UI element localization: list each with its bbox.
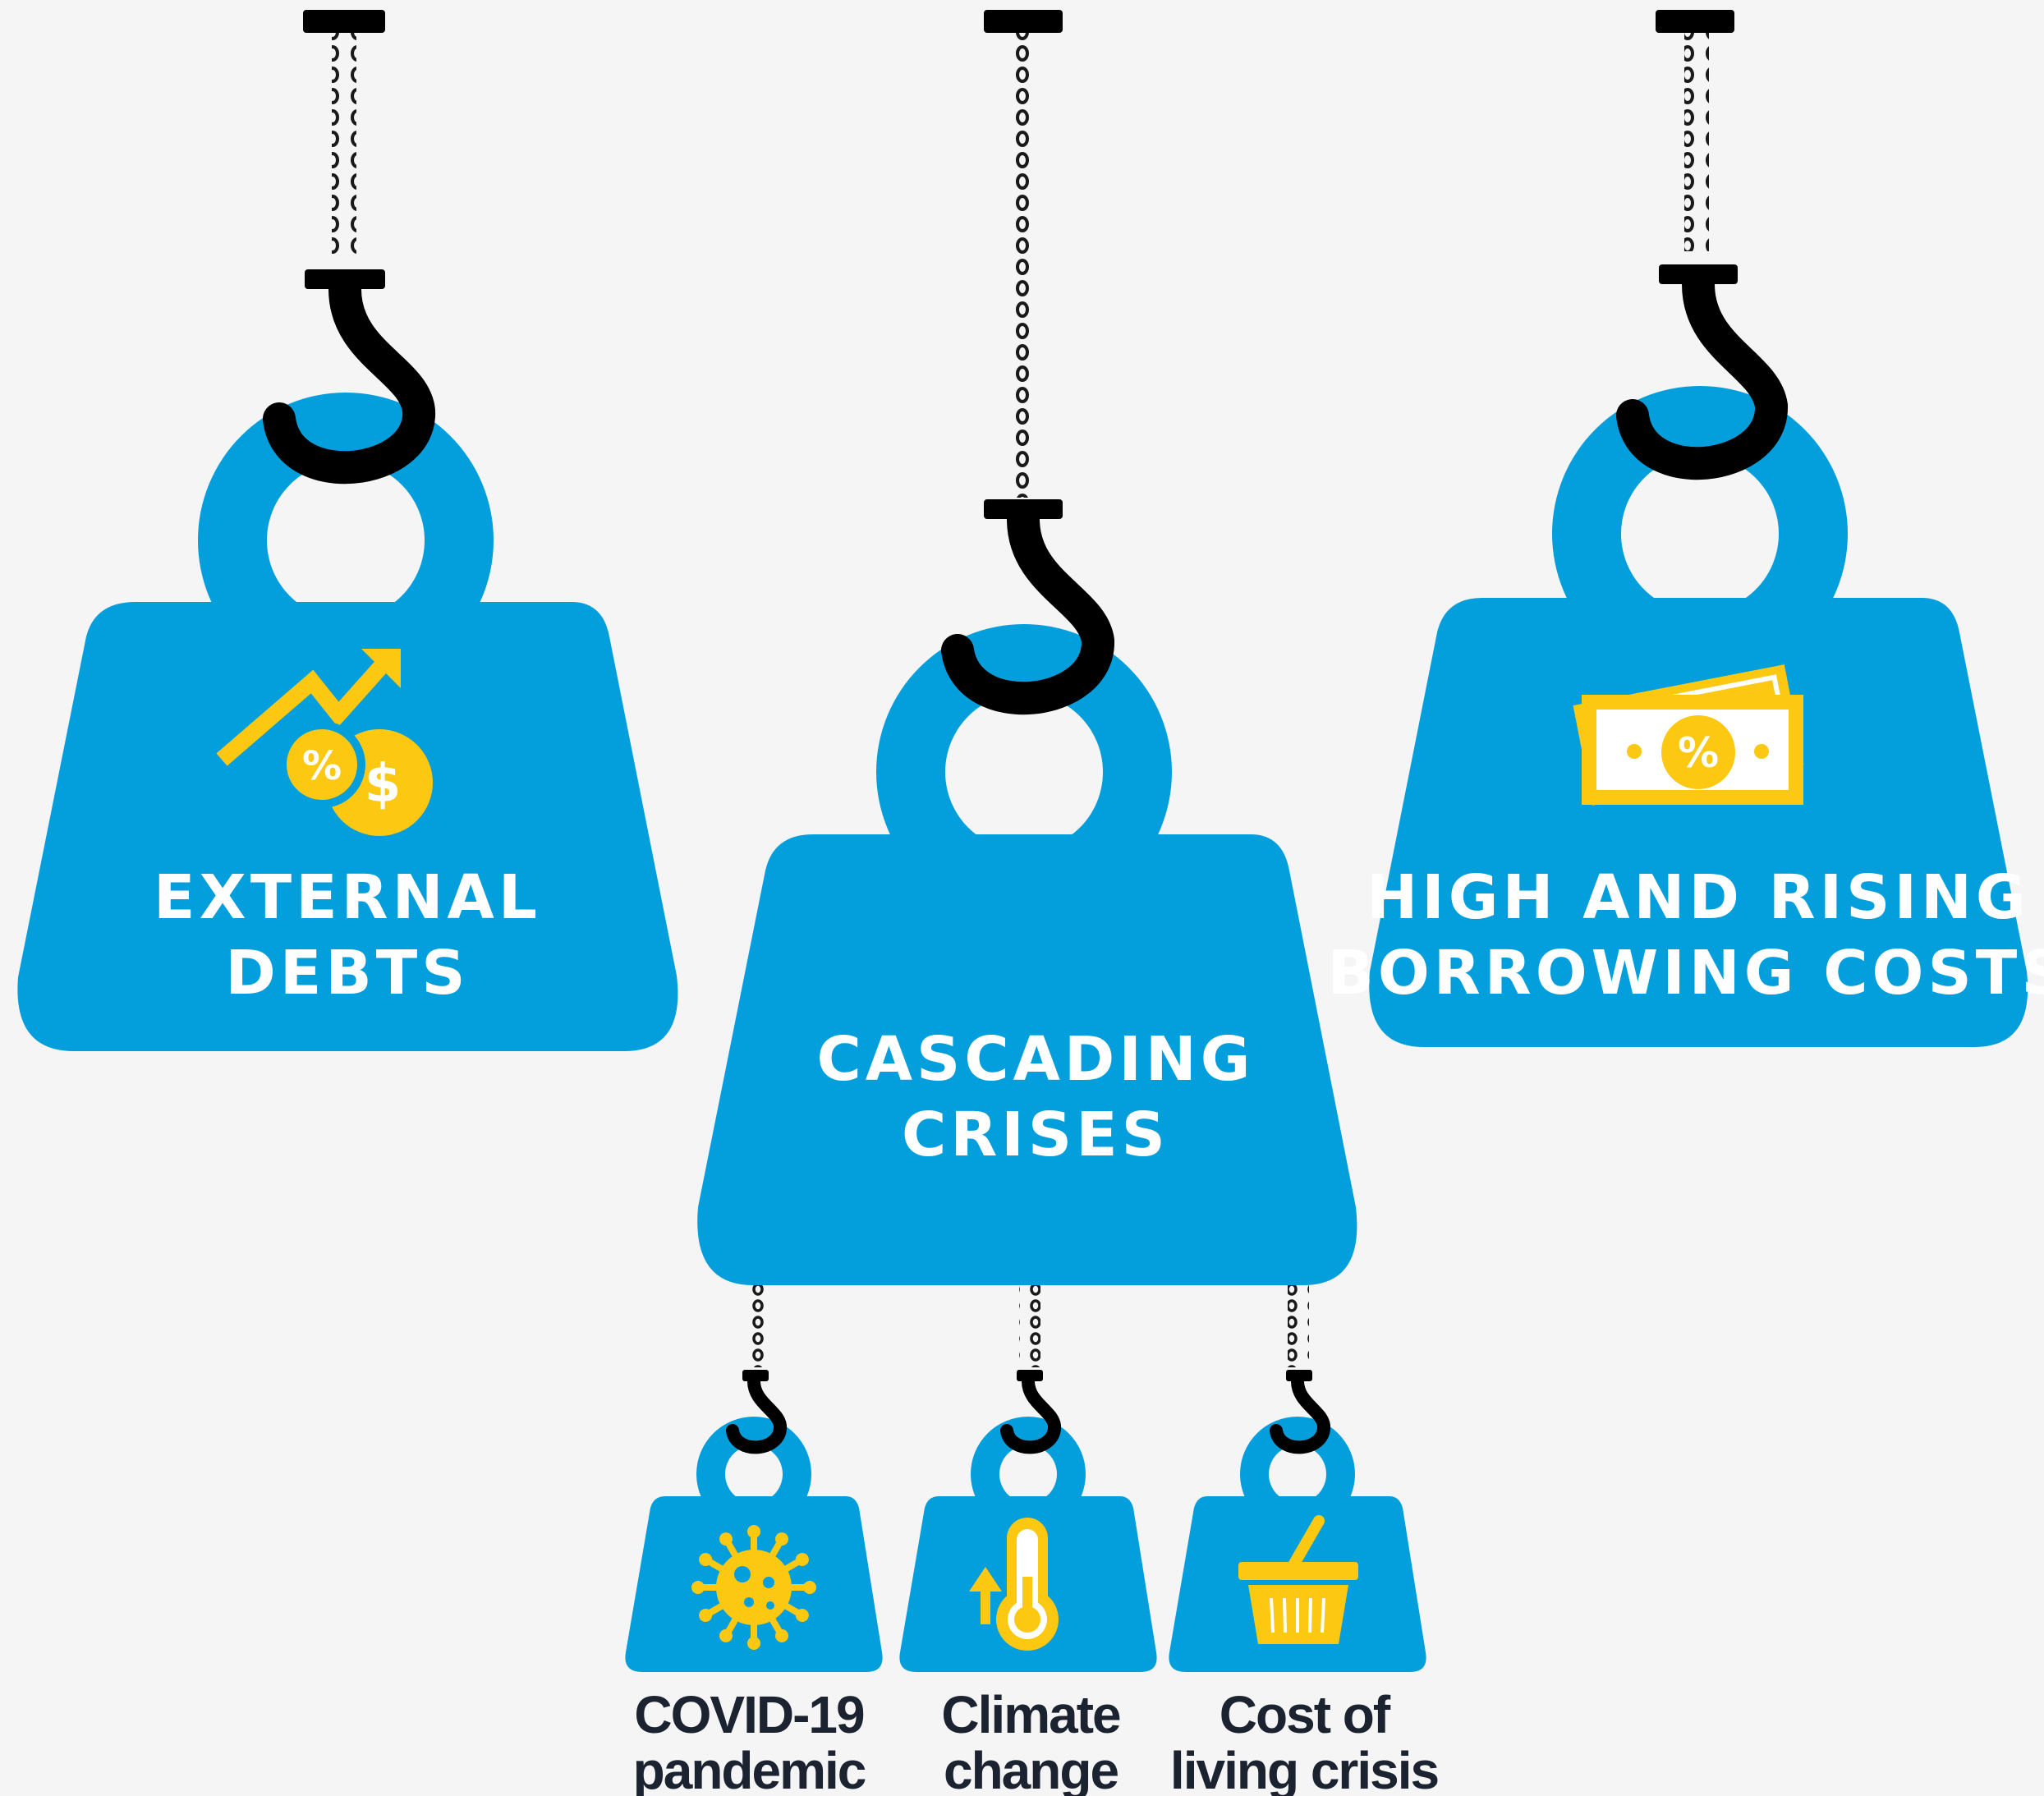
sub-weight-climate: Climate change (899, 1370, 1157, 1796)
hook (1270, 1375, 1330, 1454)
virus-icon (691, 1525, 816, 1650)
sub-label-line2: change (944, 1741, 1118, 1796)
weight-body (1369, 598, 2028, 1047)
sub-weight-covid: COVID-19 pandemic (625, 1370, 883, 1796)
hook (726, 1375, 787, 1454)
chain (1013, 33, 1037, 498)
weight-label-line1: CASCADING (816, 1024, 1254, 1095)
weight-body (1169, 1496, 1426, 1672)
weight-label-line1: HIGH AND RISING (1366, 862, 2029, 933)
thermometer-up-icon (969, 1518, 1059, 1651)
sub-label-line1: Climate (941, 1685, 1120, 1744)
weight-external-debts: % $ EXTERNAL DEBTS (17, 10, 678, 1051)
hook (263, 273, 435, 485)
banknote-percent-icon: % (1567, 659, 1810, 811)
weight-label-line1: EXTERNAL (154, 862, 541, 933)
weight-label-line2: CRISES (902, 1100, 1169, 1170)
chain (332, 33, 356, 256)
ceiling-mount (303, 10, 385, 33)
shopping-basket-icon (1238, 1515, 1358, 1644)
svg-text:$: $ (365, 754, 402, 815)
sub-label-line1: Cost of (1220, 1685, 1391, 1744)
weight-borrowing-costs: % HIGH AND RISING BORROWING COSTS (1327, 10, 2044, 1047)
svg-text:%: % (1678, 729, 1719, 777)
weight-label-line2: DEBTS (225, 938, 469, 1008)
rising-trend-percent-dollar-icon: % $ (216, 649, 441, 844)
ceiling-mount (984, 10, 1063, 33)
svg-text:%: % (302, 743, 342, 789)
hook (941, 503, 1114, 715)
weight-label-line2: BORROWING COSTS (1327, 938, 2044, 1008)
chain (1684, 33, 1709, 251)
sub-chain (743, 1285, 765, 1367)
ceiling-mount (1656, 10, 1734, 33)
sub-weight-cost-of-living: Cost of living crisis (1169, 1370, 1440, 1796)
sub-chain (1288, 1285, 1309, 1367)
hook (1616, 268, 1788, 480)
sub-label-line2: living crisis (1170, 1741, 1438, 1796)
sub-chain (1019, 1285, 1040, 1367)
weight-body (697, 834, 1357, 1285)
sub-label-line1: COVID-19 (634, 1685, 864, 1744)
hook (1000, 1375, 1061, 1454)
weight-cascading-crises: CASCADING CRISES (697, 10, 1357, 1367)
sub-label-line2: pandemic (633, 1741, 866, 1796)
